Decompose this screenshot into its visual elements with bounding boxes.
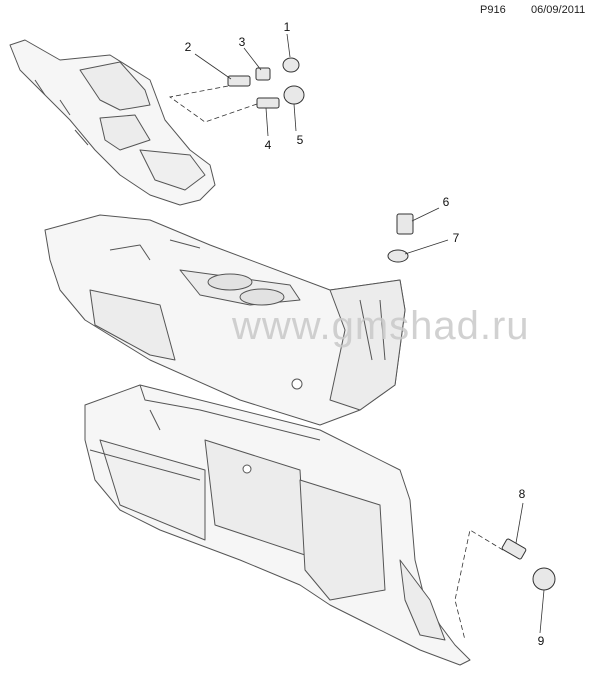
leader-6 (411, 207, 440, 222)
front-console-cupholder (99, 114, 151, 151)
part-1-cap (282, 57, 300, 73)
figure-date: 06/09/2011 (531, 4, 586, 16)
part-7-ring (387, 249, 409, 263)
leader-4 (265, 107, 269, 137)
part-3-bezel (255, 67, 271, 81)
callout-9: 9 (537, 634, 545, 648)
leader-9 (539, 589, 545, 634)
part-5-cover (283, 85, 305, 105)
leader-5 (293, 103, 297, 132)
install-path-lower (454, 529, 504, 641)
leader-7 (404, 239, 449, 255)
console-cupholder-1 (207, 273, 253, 291)
callout-8: 8 (518, 487, 526, 501)
install-path-upper (169, 85, 258, 123)
rear-trim-corner (399, 559, 446, 641)
figure-code: P916 (480, 4, 506, 16)
callout-3: 3 (238, 35, 246, 49)
center-console-side (89, 289, 176, 361)
rear-trim-lower (99, 439, 206, 541)
callout-5: 5 (296, 133, 304, 147)
front-console-inner (79, 61, 151, 111)
console-fastener-hole (291, 378, 303, 390)
trim-fastener-hole (242, 464, 252, 474)
callout-6: 6 (442, 195, 450, 209)
part-9-bezel (532, 567, 556, 591)
leader-1 (286, 33, 291, 58)
callout-2: 2 (184, 40, 192, 54)
callout-7: 7 (452, 231, 460, 245)
callout-1: 1 (283, 20, 291, 34)
part-4-socket (256, 97, 280, 109)
part-8-socket (501, 538, 527, 560)
rear-trim-pocket (299, 479, 386, 601)
leader-3 (243, 47, 262, 71)
part-6-socket (396, 213, 414, 235)
front-console-lower (139, 149, 206, 191)
console-cupholder-2 (239, 288, 285, 306)
console-rear-bracket (329, 279, 406, 411)
callout-4: 4 (264, 138, 272, 152)
leader-8 (515, 502, 524, 544)
part-2-socket (227, 75, 251, 87)
leader-2 (194, 53, 232, 80)
watermark-text: www.gmshad.ru (232, 304, 530, 348)
